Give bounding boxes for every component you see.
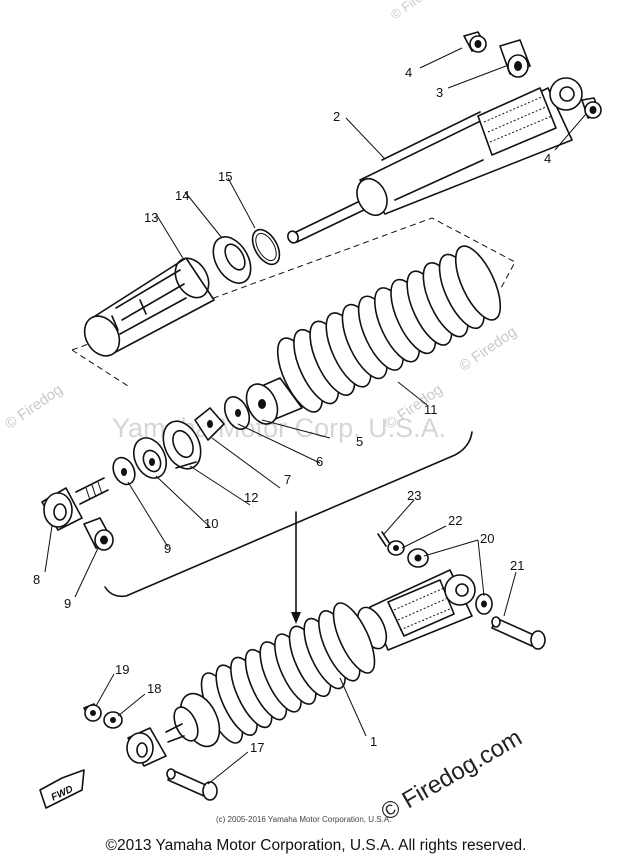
spring-coil [454,245,502,321]
collar-4-top [463,31,487,53]
stopper-5 [245,377,303,425]
part-label-15: 14 [175,188,189,203]
part-label-3: 3 [436,85,443,100]
damper-upper [287,77,583,244]
part-label-9: 9 [64,596,71,611]
part-label-11: 10 [204,516,218,531]
part-label-12: 11 [424,402,438,417]
part-label-4-right: 4 [544,151,551,166]
watermark-firedog-bottom: © Firedog.com [377,724,527,826]
plate-7 [194,407,225,441]
collar-4-right [581,97,602,119]
part-label-6: 6 [316,454,323,469]
adjuster-13 [162,420,202,470]
part-label-19: 19 [115,662,129,677]
fwd-arrow-badge: FWD [39,769,85,809]
part-number-labels: 4 3 2 4 15 14 13 11 5 6 7 12 10 9 8 9 23… [33,65,551,755]
part-label-20: 20 [480,531,494,546]
seat-15 [212,236,252,284]
leader-lines [44,47,587,785]
part-label-5: 5 [356,434,363,449]
guide-tube-14 [83,257,215,357]
part-label-1: 1 [370,734,377,749]
part-label-8: 8 [33,572,40,587]
shock-assembly-1 [126,569,476,767]
part-label-22: 22 [448,513,462,528]
group-box-upper [71,217,516,387]
spring-12 [276,245,502,413]
bush-9 [83,517,114,551]
group-bracket [104,431,473,598]
bolt-17 [166,768,218,801]
nut-22 [387,540,405,556]
part-label-16: 15 [218,169,232,184]
bush-3 [499,39,531,78]
watermark-copyright-small: (c) 2005-2016 Yamaha Motor Corporation, … [216,815,391,824]
eye-8 [41,477,109,531]
washer-6 [223,396,251,430]
nut-19 [83,703,102,722]
part-label-18: 18 [147,681,161,696]
part-label-21: 21 [510,558,524,573]
part-label-23: 23 [407,488,421,503]
part-label-4-top: 4 [405,65,412,80]
part-label-2: 2 [333,109,340,124]
circlip-16 [251,228,281,266]
part-label-10: 9 [164,541,171,556]
cotter-pin-23 [377,531,391,547]
watermark-firedog-left: © Firedog [2,381,66,433]
spring-coil [332,602,376,674]
assembly-arrow [291,511,301,624]
collar-20 [407,548,493,615]
copyright-footer: ©2013 Yamaha Motor Corporation, U.S.A. A… [105,837,527,854]
watermark-firedog-top: © Firedog [388,0,444,22]
part-label-14: 13 [144,210,158,225]
nut-10 [112,456,136,486]
part-label-17: 17 [250,740,264,755]
bolt-21 [491,616,546,650]
washer-18 [103,711,123,729]
part-label-13: 12 [244,490,258,505]
adjuster-11 [132,437,168,479]
part-label-7: 7 [284,472,291,487]
